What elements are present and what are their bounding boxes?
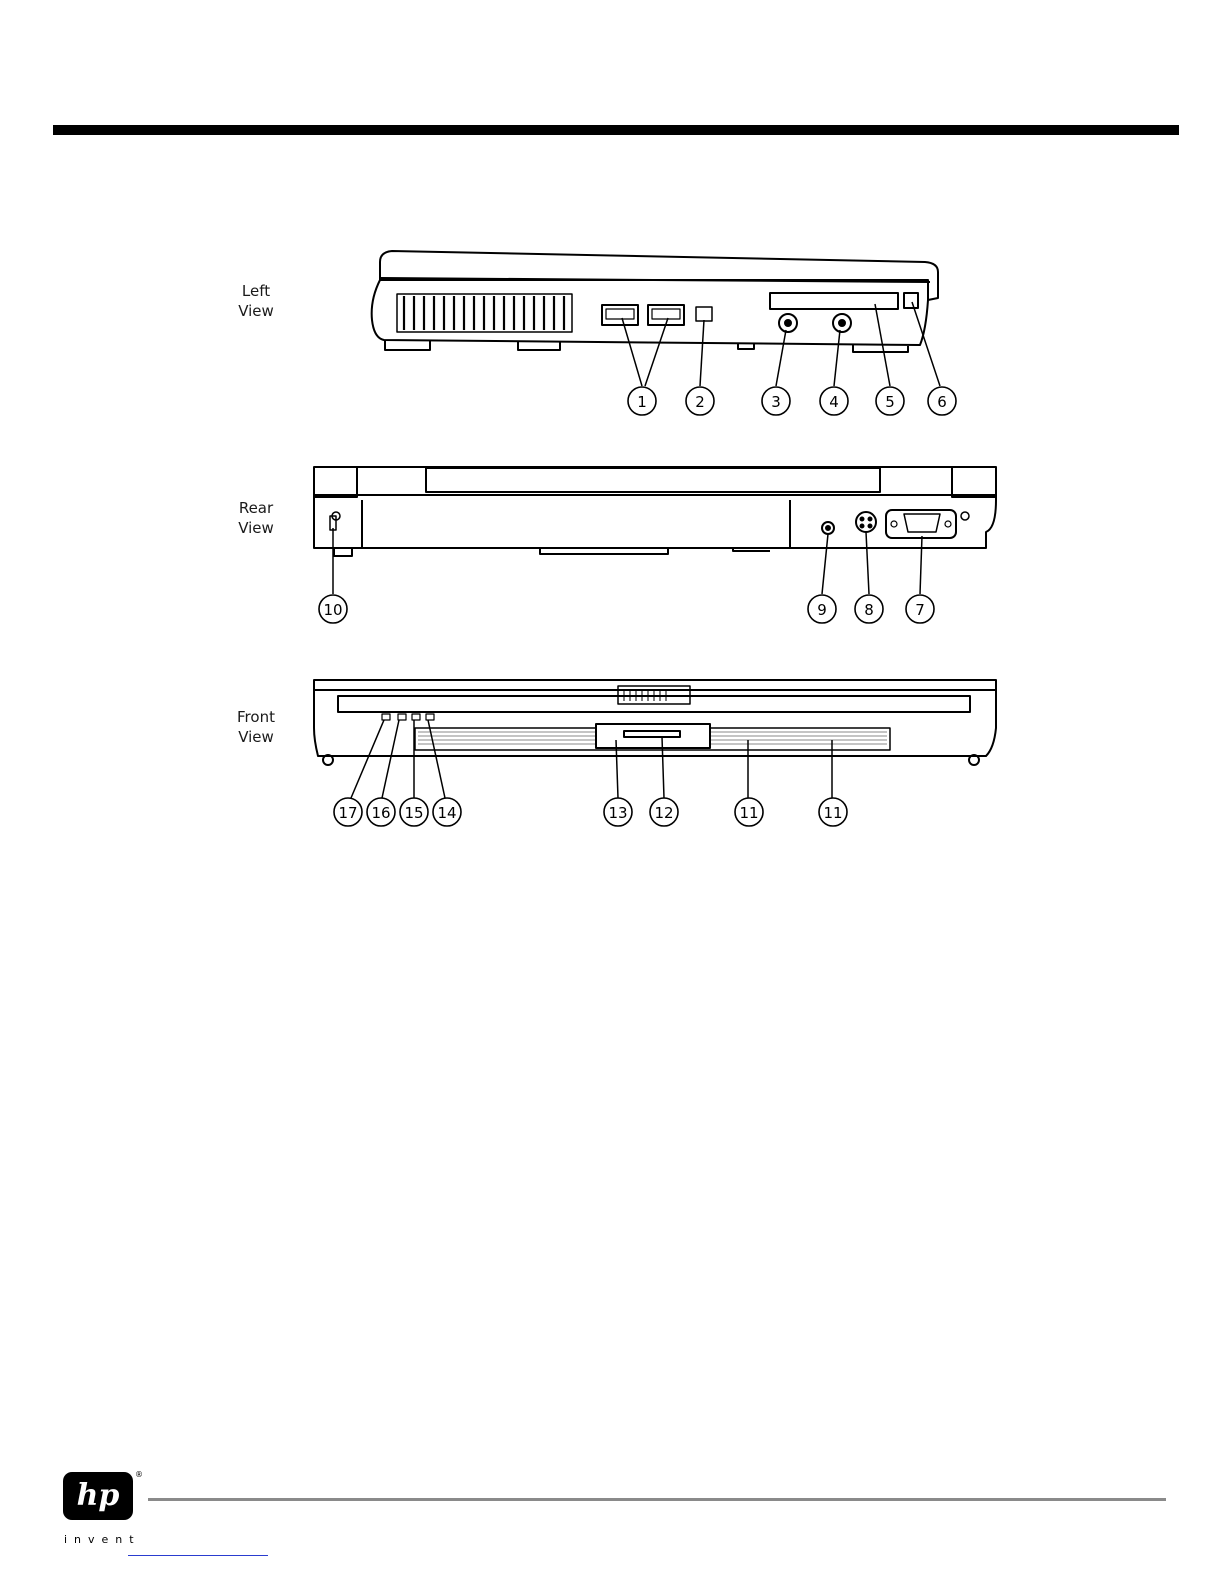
callout-11a: 11 xyxy=(735,798,763,826)
footer-rule xyxy=(148,1498,1166,1501)
svg-text:12: 12 xyxy=(654,804,673,822)
svg-text:11: 11 xyxy=(739,804,758,822)
svg-text:9: 9 xyxy=(817,601,827,619)
callout-1: 1 xyxy=(628,387,656,415)
svg-text:1: 1 xyxy=(637,393,647,411)
svg-text:8: 8 xyxy=(864,601,874,619)
hp-logo: hp xyxy=(63,1472,133,1520)
callout-11b: 11 xyxy=(819,798,847,826)
hp-logo-letters: hp xyxy=(63,1472,133,1520)
s-video-jack xyxy=(856,512,876,532)
callout-17: 17 xyxy=(334,798,362,826)
svg-text:15: 15 xyxy=(404,804,423,822)
svg-text:3: 3 xyxy=(771,393,781,411)
callout-13: 13 xyxy=(604,798,632,826)
callout-9: 9 xyxy=(808,595,836,623)
callout-6: 6 xyxy=(928,387,956,415)
svg-text:14: 14 xyxy=(437,804,456,822)
svg-text:5: 5 xyxy=(885,393,895,411)
ieee1394-port xyxy=(696,307,712,321)
callout-14: 14 xyxy=(433,798,461,826)
callout-12: 12 xyxy=(650,798,678,826)
svg-text:13: 13 xyxy=(608,804,627,822)
rear-view-drawing xyxy=(314,467,996,594)
svg-text:2: 2 xyxy=(695,393,705,411)
callout-4: 4 xyxy=(820,387,848,415)
callout-3: 3 xyxy=(762,387,790,415)
callout-10: 10 xyxy=(319,595,347,623)
svg-text:17: 17 xyxy=(338,804,357,822)
left-view-drawing xyxy=(372,251,940,386)
svg-text:16: 16 xyxy=(371,804,390,822)
hp-tagline: invent xyxy=(64,1533,141,1546)
footer-link-underline[interactable] xyxy=(128,1555,268,1556)
pc-card-eject-button xyxy=(904,293,918,308)
svg-text:7: 7 xyxy=(915,601,925,619)
registered-mark: ® xyxy=(135,1470,143,1479)
callout-16: 16 xyxy=(367,798,395,826)
svg-text:6: 6 xyxy=(937,393,947,411)
pc-card-slot xyxy=(770,293,898,309)
svg-text:4: 4 xyxy=(829,393,839,411)
svg-text:10: 10 xyxy=(323,601,342,619)
callout-2: 2 xyxy=(686,387,714,415)
svg-text:11: 11 xyxy=(823,804,842,822)
callout-8: 8 xyxy=(855,595,883,623)
usb-port-1 xyxy=(602,305,638,325)
callout-7: 7 xyxy=(906,595,934,623)
callout-15: 15 xyxy=(400,798,428,826)
callout-5: 5 xyxy=(876,387,904,415)
left-vent-grille xyxy=(397,294,572,332)
front-view-drawing xyxy=(314,680,996,798)
